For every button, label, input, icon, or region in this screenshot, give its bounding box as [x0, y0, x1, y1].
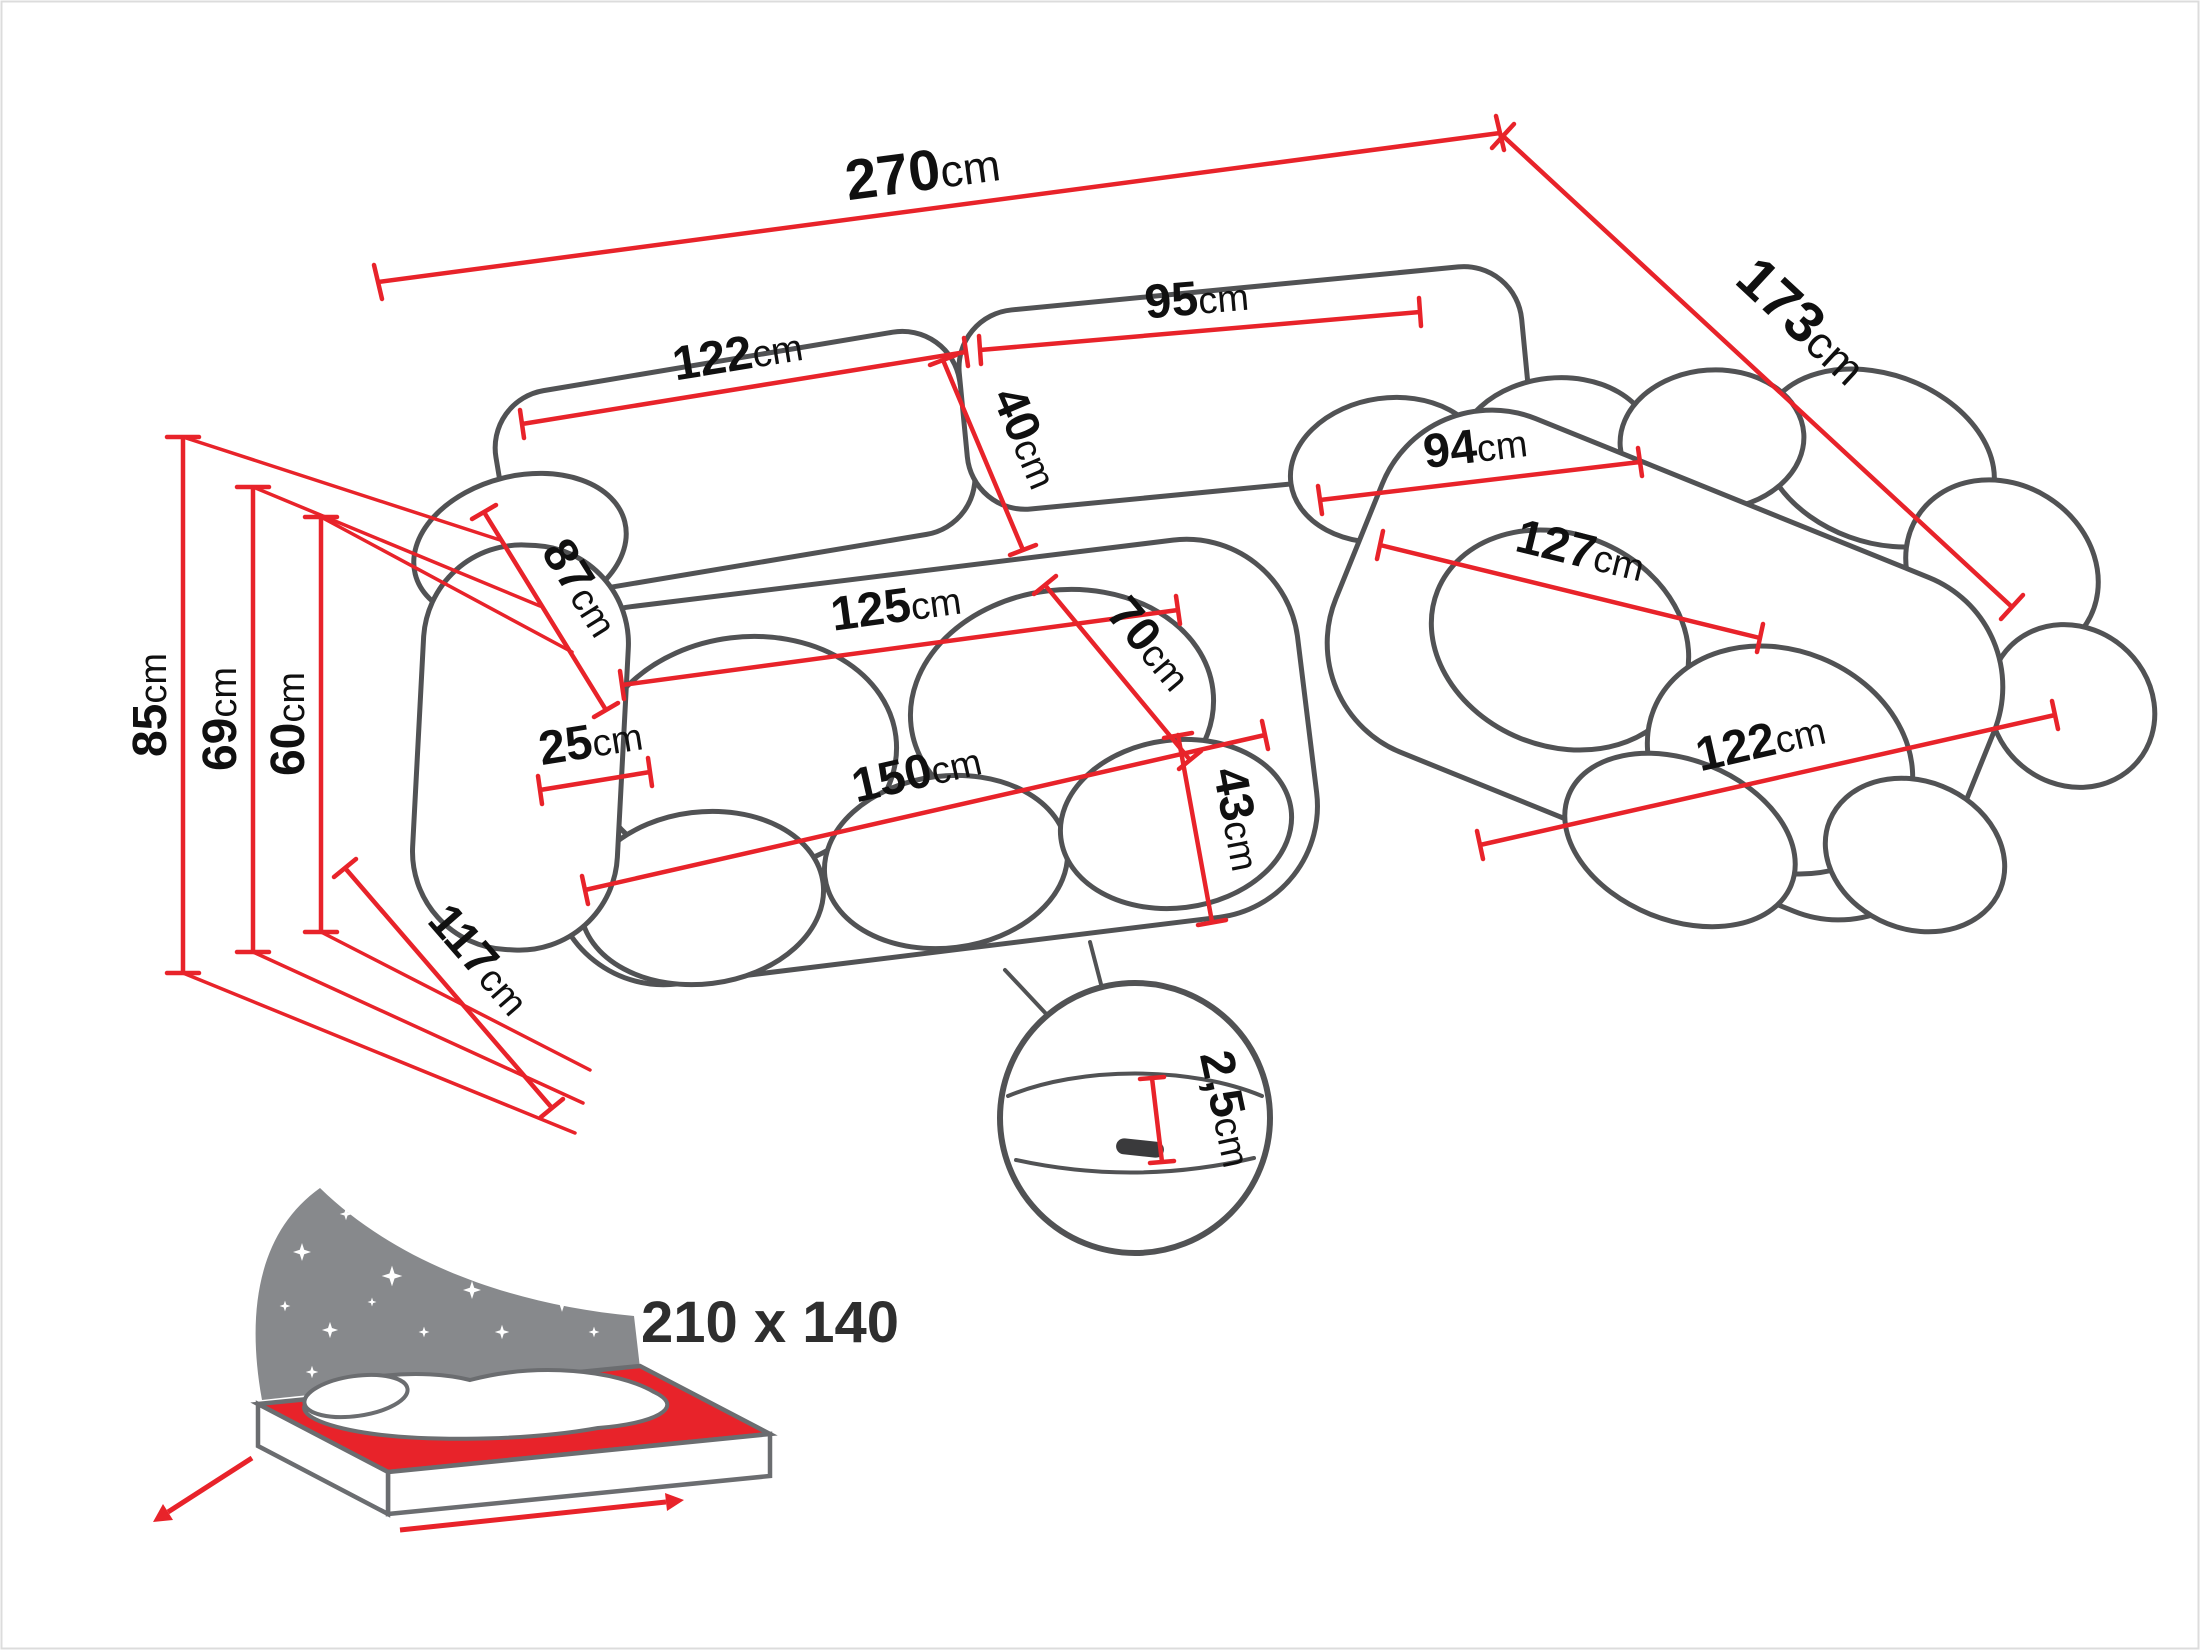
dim-line-overall-depth [1489, 121, 2026, 622]
dim-label-seat-height: 43cm [1202, 763, 1274, 875]
dim-label-leg-height: 2,5cm [1189, 1046, 1265, 1172]
dim-line-seat-width [617, 593, 1183, 702]
dim-line-front-width [579, 718, 1271, 907]
dim-label-backrest-right: 95cm [1143, 268, 1251, 330]
pillow [302, 1372, 410, 1420]
dim-connector-armrest-height [319, 515, 592, 1072]
callout-leader-line [1003, 968, 1052, 1020]
dim-line-chaise-length [1374, 528, 1766, 655]
dimension-lines [164, 113, 2061, 1166]
dim-label-backrest-height: 69cm [194, 667, 247, 771]
dim-connector-overall-height [181, 435, 577, 1135]
dim-line-armrest-width [535, 755, 655, 807]
floor-line-detail [1014, 1156, 1256, 1175]
headboard-night-shape [255, 1188, 640, 1400]
dim-label-chaise-back: 94cm [1420, 414, 1530, 479]
dim-line-cushion-height [927, 352, 1039, 558]
dim-label-overall-height: 85cm [124, 653, 177, 757]
sofa-drawing [410, 264, 2158, 988]
dim-line-chaise-width [1474, 698, 2061, 862]
sofa-leg-glyph [1116, 1138, 1164, 1158]
magnifier-circle-icon [997, 980, 1273, 1256]
chaise-longue [1324, 407, 2008, 935]
dim-line-leg-height [1137, 1074, 1177, 1166]
dim-label-seat-width: 125cm [828, 572, 965, 642]
main-seat [530, 536, 1320, 988]
dim-line-seat-height [1161, 730, 1229, 928]
mattress-side [255, 1400, 391, 1518]
dim-line-armrest-depth [469, 502, 621, 720]
dim-label-armrest-height: 60cm [262, 672, 315, 776]
dim-label-armrest-width: 25cm [535, 707, 646, 776]
callout-leader-line [1088, 940, 1104, 990]
dim-line-overall-width [371, 113, 1507, 302]
dim-connector-backrest-height [251, 485, 585, 1105]
dim-line-base-depth [331, 856, 566, 1120]
dim-label-overall-width: 270cm [841, 129, 1003, 213]
sleeping-area-label: 210 x 140 [641, 1290, 899, 1355]
dim-label-backrest-left: 122cm [669, 318, 807, 391]
dim-line-backrest-right [976, 295, 1424, 367]
dim-line-chaise-back [1315, 445, 1645, 517]
unfold-arrows [153, 1455, 684, 1533]
right-armrest [1759, 366, 2158, 790]
leg-detail-callout [997, 940, 1273, 1256]
sofa-bottom-edge-detail [1006, 1071, 1264, 1098]
bed-with-stars-icon [153, 1188, 778, 1533]
left-armrest [410, 470, 631, 953]
dim-line-backrest-left [517, 335, 971, 441]
